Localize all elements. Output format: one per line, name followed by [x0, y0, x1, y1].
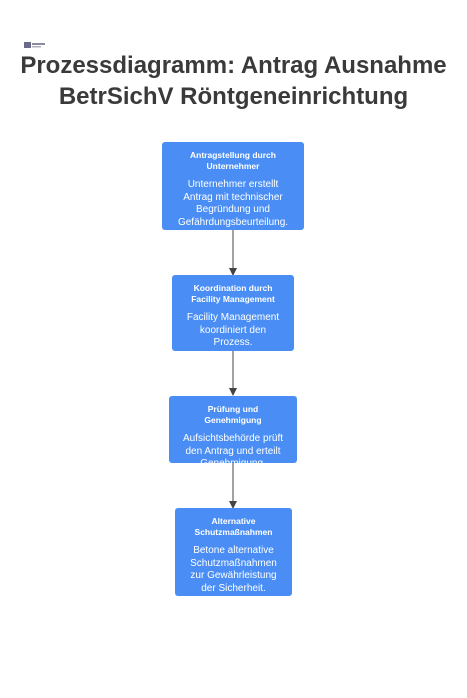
- step-box-3: Prüfung und Genehmigung Aufsichtsbehörde…: [169, 396, 297, 469]
- title-line-1: Prozessdiagramm: Antrag Ausnahme: [20, 52, 447, 79]
- step-description: Betone alternative Schutzmaßnahmen zur G…: [190, 545, 277, 594]
- step-box-2: Koordination durch Facility Management F…: [172, 275, 294, 351]
- step-box-4: Alternative Schutzmaßnahmen Betone alter…: [175, 508, 292, 596]
- step-box-1: Antragstellung durch Unternehmer Unterne…: [162, 142, 304, 230]
- step-title: Antragstellung durch Unternehmer: [190, 150, 276, 171]
- step-title: Alternative Schutzmaßnahmen: [194, 516, 273, 537]
- step-description: Facility Management koordiniert den Proz…: [186, 312, 280, 348]
- step-title: Koordination durch Facility Management: [191, 283, 275, 304]
- title-line-2: BetrSichV Röntgeneinrichtung: [58, 83, 409, 110]
- page-title: Prozessdiagramm: Antrag Ausnahme BetrSic…: [0, 50, 467, 112]
- step-description: Aufsichtsbehörde prüft den Antrag und er…: [182, 433, 284, 469]
- step-description: Unternehmer erstellt Antrag mit technisc…: [177, 179, 289, 228]
- logo-icon: [24, 42, 45, 48]
- step-title: Prüfung und Genehmigung: [204, 404, 262, 425]
